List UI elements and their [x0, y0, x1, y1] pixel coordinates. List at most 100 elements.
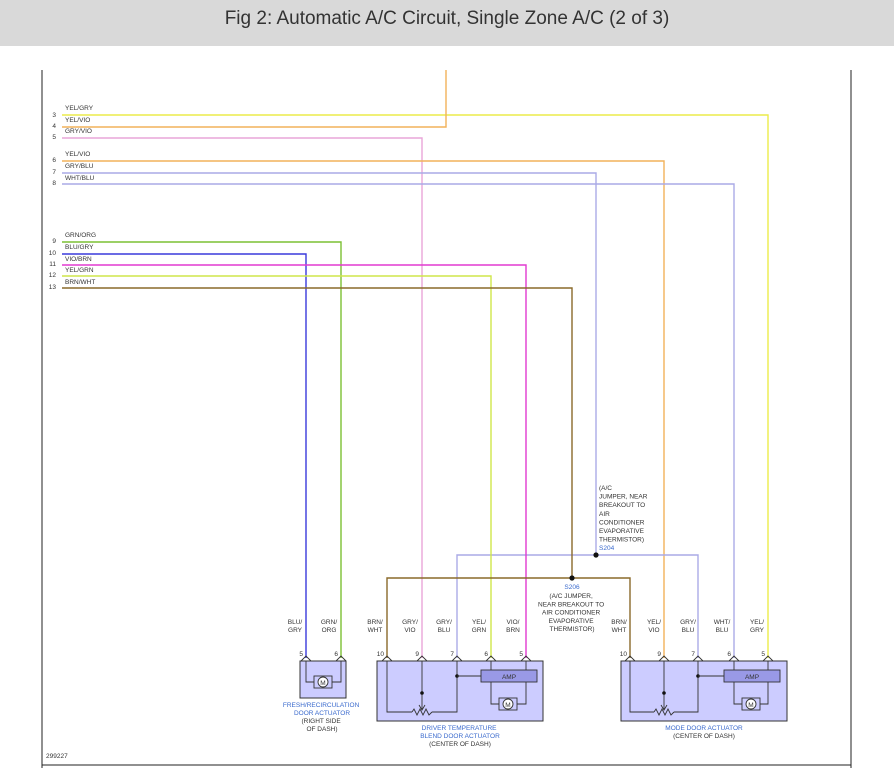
wire-label: YEL/GRN [65, 267, 94, 274]
internal-wire [432, 661, 458, 713]
terminal-connector [416, 655, 428, 662]
wire-label-driver-7: GRY/BLU [436, 619, 452, 634]
component-name: FRESH/RECIRCULATION DOOR ACTUATOR [283, 702, 361, 717]
component-location: (RIGHT SIDE OF DASH) [301, 718, 342, 733]
wire-label: GRN/ORG [65, 232, 96, 239]
terminal-connector [692, 655, 704, 662]
resistor [411, 707, 433, 717]
amp-block [480, 669, 538, 683]
terminal-connector [624, 655, 636, 662]
wire-label: VIO/BRN [65, 256, 92, 263]
wire-label: YEL/GRY [65, 105, 94, 112]
component-location: (CENTER OF DASH) [673, 733, 735, 740]
terminal-number: 6 [334, 651, 338, 658]
splice-dot [569, 575, 575, 581]
pin-number: 12 [49, 272, 57, 279]
splice-dot [593, 552, 599, 558]
component-wire-labels: BLU/GRY GRN/ORG BRN/WHT GRY/VIO GRY/BLU … [288, 619, 765, 634]
title-bar [0, 0, 894, 46]
pin-number: 6 [52, 157, 56, 164]
pin-number: 3 [52, 112, 56, 119]
terminal-connector [728, 655, 740, 662]
splice-s204-label: S204 [599, 545, 615, 552]
wire-label-driver-5: VIO/BRN [506, 619, 520, 634]
wire-label: GRY/BLU [65, 163, 94, 170]
terminal-connector [762, 655, 774, 662]
wire-label: WHT/BLU [65, 175, 95, 182]
internal-wire [733, 682, 742, 705]
wire-label-driver-6: YEL/GRN [472, 619, 487, 634]
wire-label-driver-10: BRN/WHT [367, 619, 383, 634]
splice-s204: (A/C JUMPER, NEAR BREAKOUT TO AIR CONDIT… [593, 485, 649, 558]
terminal-numbers: 5 6 10 9 7 6 5 10 9 7 6 5 [299, 651, 765, 658]
wire-yel-gry [62, 114, 769, 658]
internal-wire [629, 661, 654, 713]
terminal-connector [335, 655, 347, 662]
driver-temp-blend-actuator: AMP M DRIVER TEMPERATURE BLEND DOOR ACTU… [376, 655, 544, 748]
wire-label: BRN/WHT [65, 279, 95, 286]
internal-wire [517, 682, 527, 705]
wire-label-driver-9: GRY/VIO [402, 619, 418, 634]
wire-labels: YEL/GRY YEL/VIO GRY/VIO YEL/VIO GRY/BLU … [65, 105, 96, 286]
wire-label-mode-5: YEL/GRY [750, 619, 765, 634]
motor-icon [745, 698, 757, 710]
internal-wire [386, 661, 412, 713]
wire-label: GRY/VIO [65, 128, 92, 135]
terminal-number: 6 [727, 651, 731, 658]
wire-gry-vio [62, 137, 423, 658]
internal-wire [490, 682, 499, 705]
wire-label-fresh-5: BLU/GRY [288, 619, 303, 634]
motor-icon [317, 676, 329, 688]
junction-dot [420, 691, 424, 695]
pin-number: 5 [52, 134, 56, 141]
internal-wire [674, 661, 699, 713]
pin-number: 4 [52, 123, 56, 130]
junction-dot [662, 691, 666, 695]
terminal-connector [381, 655, 393, 662]
motor-label: M [505, 702, 510, 709]
figure-number: 299227 [46, 753, 68, 760]
wire-yel-vio-top [62, 70, 447, 128]
pin-numbers: 3 4 5 6 7 8 9 10 11 12 13 [49, 112, 57, 291]
wire-label: YEL/VIO [65, 151, 90, 158]
motor-label: M [748, 702, 753, 709]
amp-label: AMP [502, 674, 516, 681]
wire-label-fresh-6: GRN/ORG [321, 619, 337, 634]
terminal-number: 10 [377, 651, 385, 658]
terminal-number: 5 [299, 651, 303, 658]
internal-wire [760, 682, 769, 705]
terminal-number: 7 [691, 651, 695, 658]
pin-number: 10 [49, 250, 57, 257]
terminal-number: 5 [519, 651, 523, 658]
wire-gry-blu-s204 [456, 554, 699, 658]
motor-label: M [320, 680, 325, 687]
splice-s206-note: (A/C JUMPER, NEAR BREAKOUT TO AIR CONDIT… [538, 593, 606, 633]
internal-wire [332, 661, 342, 683]
splice-s206: S206 (A/C JUMPER, NEAR BREAKOUT TO AIR C… [538, 575, 606, 633]
wire-brn-wht [62, 287, 573, 578]
terminal-number: 5 [761, 651, 765, 658]
pin-number: 8 [52, 180, 56, 187]
internal-wire [305, 661, 314, 683]
fresh-recirc-actuator: M FRESH/RECIRCULATION DOOR ACTUATOR (RIG… [283, 655, 361, 733]
wire-yel-grn [62, 275, 492, 658]
mode-door-actuator: AMP M MODE DOOR ACTUATOR (CENTER OF DASH… [620, 655, 788, 740]
page-title: Fig 2: Automatic A/C Circuit, Single Zon… [224, 8, 670, 29]
terminal-number: 9 [657, 651, 661, 658]
wire-label-mode-6: WHT/BLU [714, 619, 731, 634]
pin-number: 9 [52, 238, 56, 245]
terminal-number: 6 [484, 651, 488, 658]
component-name: DRIVER TEMPERATURE BLEND DOOR ACTUATOR [420, 725, 500, 740]
amp-block [723, 669, 781, 683]
splice-s206-label: S206 [564, 584, 580, 591]
component-location: (CENTER OF DASH) [429, 741, 491, 748]
splice-s204-note: (A/C JUMPER, NEAR BREAKOUT TO AIR CONDIT… [599, 485, 649, 544]
terminal-connector [451, 655, 463, 662]
wire-label: BLU/GRY [65, 244, 94, 251]
pin-number: 7 [52, 169, 56, 176]
terminal-connector [300, 655, 312, 662]
amp-label: AMP [745, 674, 759, 681]
component-name: MODE DOOR ACTUATOR [665, 725, 743, 732]
wire-wht-blu [62, 183, 735, 658]
